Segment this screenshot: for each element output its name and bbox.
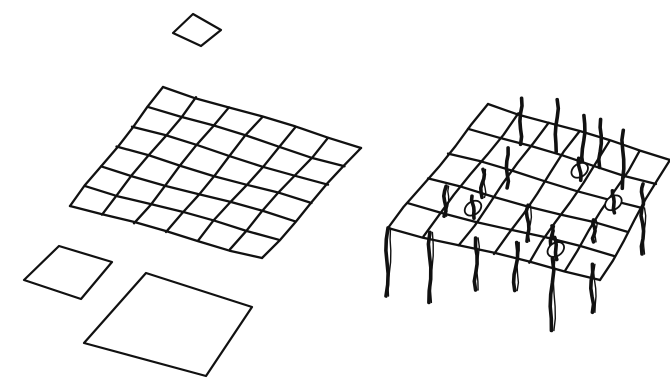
post-grid-row-line <box>488 104 670 160</box>
flat-grid <box>70 87 361 258</box>
post-grid-row-line <box>468 129 656 184</box>
flat-grid-row-line <box>148 107 345 167</box>
flat-grid-row-line <box>163 87 361 148</box>
grid-on-posts <box>386 98 670 330</box>
hole-post <box>555 238 557 260</box>
post <box>506 148 508 188</box>
flat-grid-row-line <box>132 127 328 185</box>
large-square <box>84 273 252 376</box>
flat-grid-row-line <box>101 166 295 221</box>
post-grid-col-line <box>423 113 518 236</box>
hole-post <box>472 196 474 218</box>
post-grid-col-line <box>459 123 549 246</box>
posts-below <box>386 169 646 330</box>
flat-grid-row-line <box>70 206 262 258</box>
medium-square <box>24 246 112 299</box>
small-square-top <box>173 14 221 46</box>
post <box>591 264 594 312</box>
flat-grid-col-line <box>166 118 262 233</box>
post-grid-row-line <box>408 203 614 256</box>
post <box>642 184 644 208</box>
post <box>622 130 624 188</box>
hole-post <box>612 191 614 213</box>
post <box>599 119 602 167</box>
post <box>520 98 522 144</box>
post <box>582 116 585 166</box>
post <box>550 259 554 331</box>
